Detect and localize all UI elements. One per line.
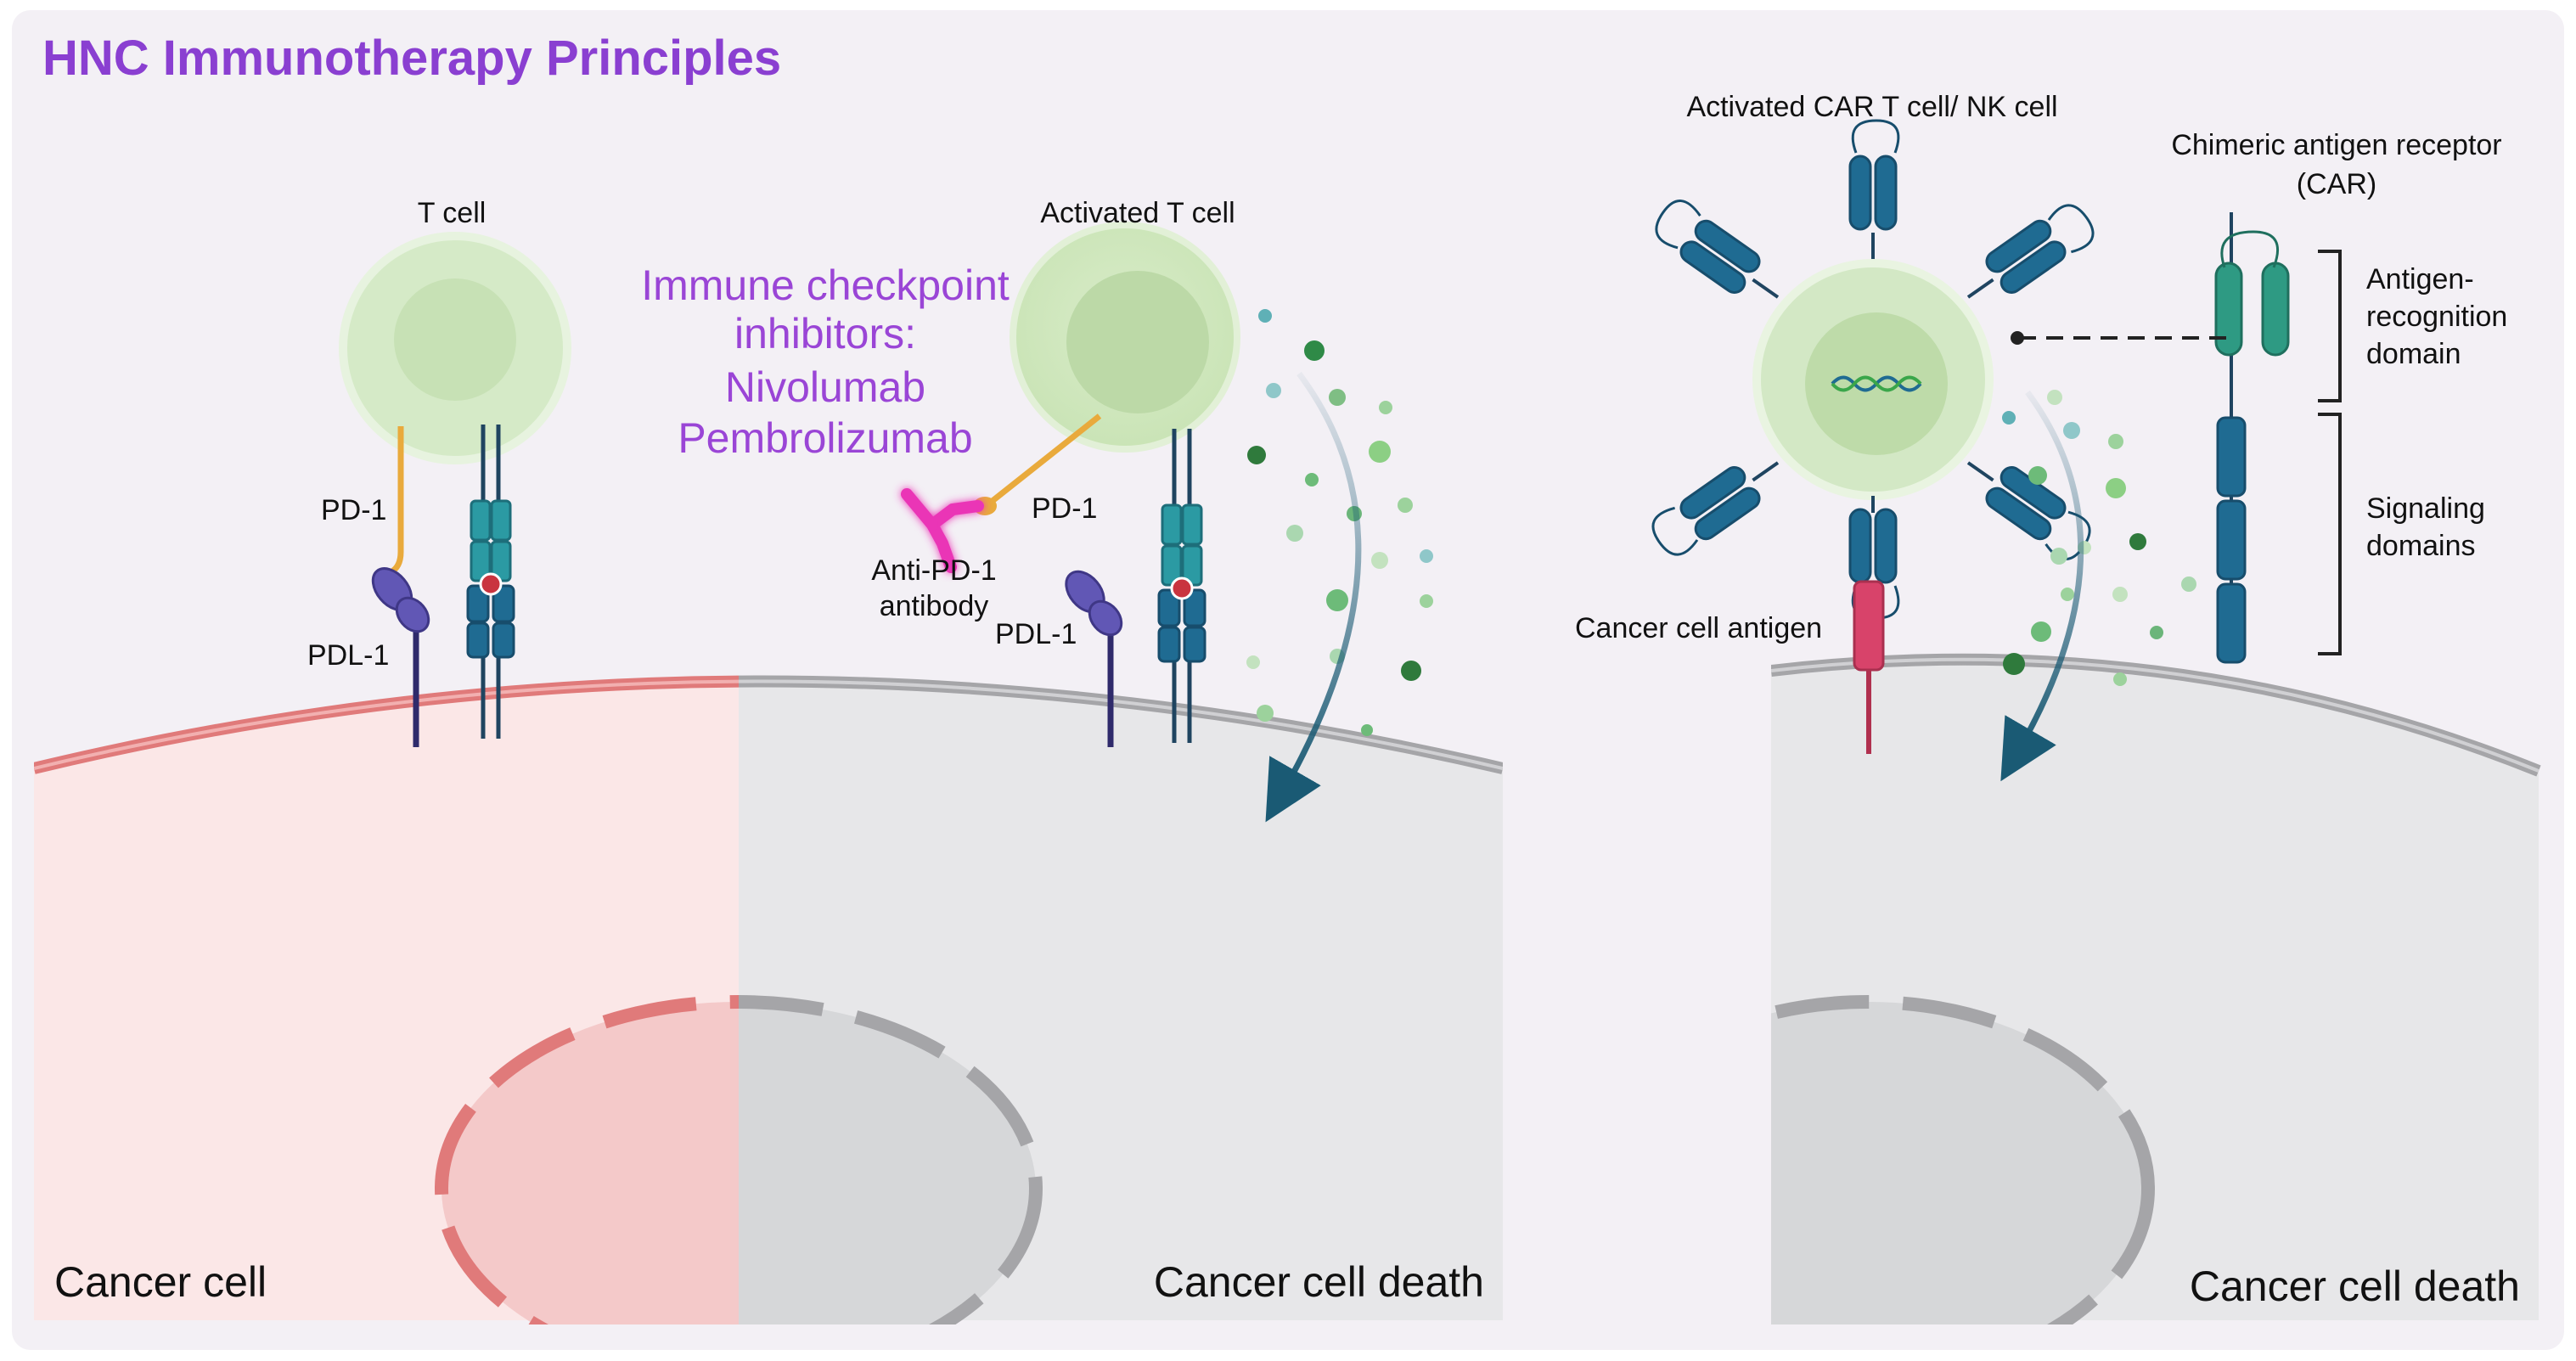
- cancer-antigen-label: Cancer cell antigen: [1575, 612, 1822, 644]
- svg-text:domains: domains: [2366, 530, 2476, 562]
- curved-arrow-icon: [1265, 371, 1362, 823]
- cancer-cell-death-label: Cancer cell death: [1154, 1258, 1484, 1306]
- activated-t-cell-label: Activated T cell: [1040, 197, 1235, 229]
- svg-text:Signaling: Signaling: [2366, 492, 2485, 525]
- pdl1-ligand-icon-2: [1065, 570, 1123, 747]
- svg-text:inhibitors:: inhibitors:: [734, 310, 916, 357]
- car-title-line2: (CAR): [2297, 168, 2376, 200]
- dying-cancer-cell-region-right: [1771, 653, 2541, 1324]
- svg-text:recognition: recognition: [2366, 301, 2507, 333]
- activated-t-cell-icon: [1010, 222, 1240, 453]
- car-antigen-complex-icon: [1848, 496, 1900, 754]
- pdl1-ligand-icon: [371, 567, 430, 747]
- cancer-cell-death-label-right: Cancer cell death: [2190, 1263, 2520, 1310]
- dying-cancer-cell-region: [739, 675, 1503, 1324]
- car-receptor-icon: [2214, 212, 2290, 664]
- antigen-recognition-bracket: [2318, 250, 2342, 402]
- cytotoxic-granule-icon-2: [2002, 390, 2196, 686]
- dna-icon: [1831, 375, 1922, 392]
- svg-text:domain: domain: [2366, 338, 2461, 370]
- svg-text:Anti-PD-1: Anti-PD-1: [871, 554, 996, 587]
- pdl1-label: PDL-1: [307, 639, 389, 672]
- antibody-label: Anti-PD-1 antibody: [871, 554, 996, 622]
- svg-text:Nivolumab: Nivolumab: [725, 363, 925, 411]
- svg-text:antibody: antibody: [880, 590, 989, 622]
- signaling-label: Signaling domains: [2366, 492, 2485, 562]
- pd1-label: PD-1: [321, 494, 386, 526]
- connector-dot: [2011, 331, 2024, 345]
- curved-arrow-icon-2: [2000, 390, 2084, 782]
- svg-text:Antigen-: Antigen-: [2366, 263, 2474, 295]
- pdl1-label-2: PDL-1: [995, 618, 1077, 650]
- cancer-cell-label: Cancer cell: [54, 1258, 267, 1306]
- signaling-bracket: [2318, 413, 2342, 655]
- t-cell-label: T cell: [418, 197, 487, 229]
- figure-title: HNC Immunotherapy Principles: [42, 31, 781, 86]
- checkpoint-inhibitors-title: Immune checkpoint inhibitors: Nivolumab …: [641, 262, 1010, 462]
- svg-text:Immune checkpoint: Immune checkpoint: [641, 262, 1010, 309]
- car-title-line1: Chimeric antigen receptor: [2171, 129, 2501, 161]
- t-cell-icon: [339, 232, 571, 464]
- car-cell-label: Activated CAR T cell/ NK cell: [1686, 91, 2057, 123]
- cancer-cell-region: [34, 675, 739, 1324]
- antigen-recognition-label: Antigen- recognition domain: [2366, 263, 2507, 370]
- pd1-label-2: PD-1: [1032, 492, 1097, 525]
- svg-text:Pembrolizumab: Pembrolizumab: [678, 414, 972, 462]
- antibody-icon: [901, 488, 984, 573]
